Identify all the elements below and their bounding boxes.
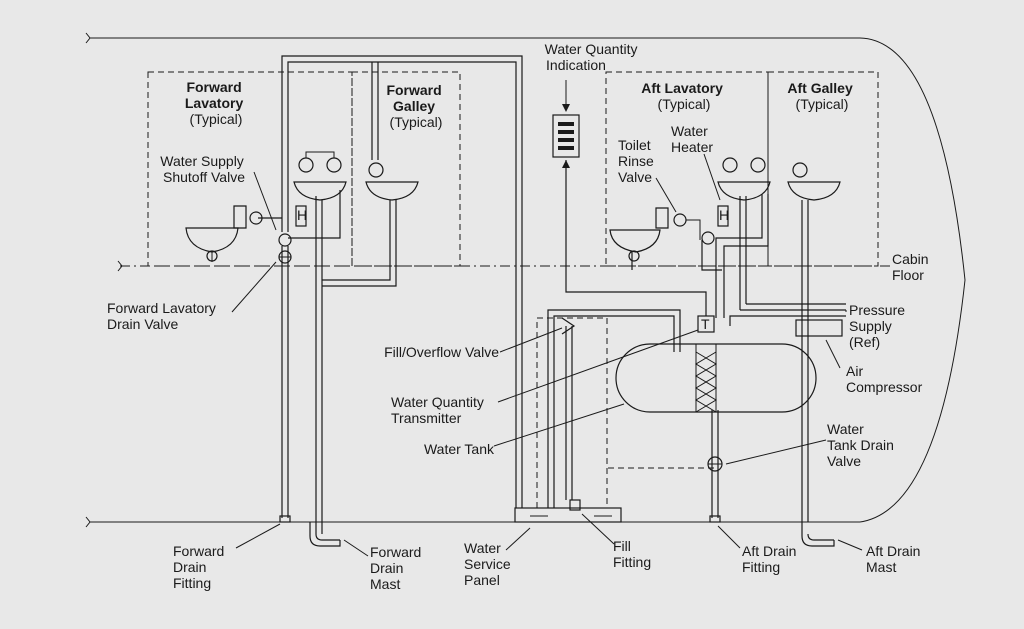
label-water-service-panel: Water Service Panel	[464, 540, 515, 588]
compartment-outlines	[147, 71, 879, 509]
label-pressure-supply: Pressure Supply (Ref)	[849, 302, 909, 350]
water-tank	[615, 343, 817, 413]
water-quantity-indicator	[552, 80, 580, 168]
water-service-panel	[514, 499, 622, 523]
label-water-heater: Water Heater	[671, 123, 713, 155]
label-water-supply-shutoff-valve: Water Supply Shutoff Valve	[160, 153, 247, 185]
labels: Water Quantity Indication Forward Lavato…	[107, 41, 932, 592]
label-water-tank: Water Tank	[424, 441, 495, 457]
air-compressor	[795, 319, 843, 337]
heater-symbol-aft: H	[719, 207, 729, 223]
label-forward-lavatory-drain-valve: Forward Lavatory Drain Valve	[107, 300, 220, 332]
plumbing-lines	[258, 55, 846, 547]
label-water-quantity-transmitter: Water Quantity Transmitter	[391, 394, 488, 426]
label-forward-drain-mast: Forward Drain Mast	[370, 544, 425, 592]
label-forward-galley: Forward Galley (Typical)	[386, 82, 445, 130]
heater-symbol-fwd: H	[297, 207, 307, 223]
label-water-quantity-indication: Water Quantity Indication	[545, 41, 642, 73]
transmitter-box: T	[697, 315, 715, 333]
cabin-floor-line	[117, 260, 890, 272]
label-toilet-rinse-valve: Toilet Rinse Valve	[618, 137, 658, 185]
fuselage-outline	[85, 32, 966, 528]
label-cabin-floor: Cabin Floor	[892, 251, 932, 283]
label-aft-drain-mast: Aft Drain Mast	[866, 543, 924, 575]
label-forward-drain-fitting: Forward Drain Fitting	[173, 543, 228, 591]
label-fill-overflow-valve: Fill/Overflow Valve	[384, 344, 499, 360]
sink-fixtures: H H	[185, 151, 841, 523]
label-air-compressor: Air Compressor	[846, 363, 923, 395]
label-aft-lavatory: Aft Lavatory (Typical)	[641, 80, 727, 112]
label-aft-drain-fitting: Aft Drain Fitting	[742, 543, 800, 575]
leader-lines	[231, 153, 863, 557]
label-aft-galley: Aft Galley (Typical)	[787, 80, 856, 112]
label-fill-fitting: Fill Fitting	[613, 538, 651, 570]
transmitter-symbol: T	[701, 316, 710, 332]
label-water-tank-drain-valve: Water Tank Drain Valve	[827, 421, 898, 469]
label-forward-lavatory: Forward Lavatory (Typical)	[185, 79, 247, 127]
